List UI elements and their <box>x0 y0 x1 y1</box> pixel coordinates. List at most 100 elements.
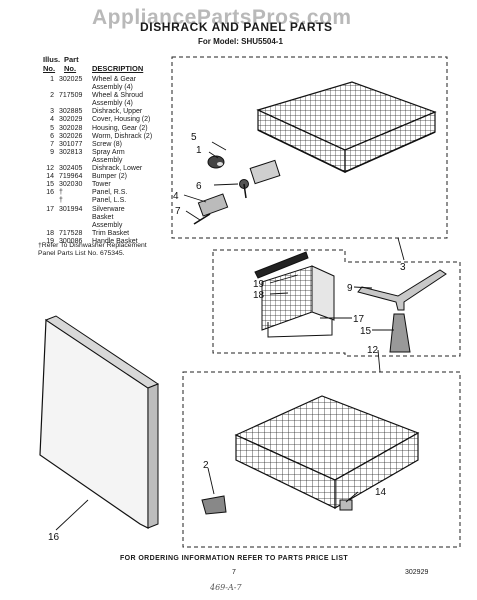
tower <box>389 313 411 353</box>
watermark: AppliancePartsPros.com <box>92 6 352 29</box>
illus-number: 7 <box>50 140 54 148</box>
wheel-gear <box>207 155 225 169</box>
illus-number: 17 <box>46 205 54 213</box>
part-description: Assembly <box>92 221 123 229</box>
ordering-footer: FOR ORDERING INFORMATION REFER TO PARTS … <box>120 555 349 562</box>
callout-18: 18 <box>253 290 265 301</box>
housing-cover <box>197 193 229 217</box>
part-description: Handle Basket <box>92 237 138 245</box>
illus-number: 15 <box>46 181 54 189</box>
part-description: Assembly <box>92 156 123 164</box>
part-description: Bumper (2) <box>92 173 128 181</box>
callout-14: 14 <box>375 487 387 498</box>
part-number: 302029 <box>59 116 83 124</box>
callout-12: 12 <box>367 345 379 356</box>
part-number: 302885 <box>59 108 83 116</box>
col-illus-line1: Illus. <box>43 55 61 64</box>
part-description: Basket <box>92 213 114 221</box>
part-number: 302028 <box>59 124 83 132</box>
part-number: 302025 <box>59 76 83 83</box>
bumper <box>339 499 353 511</box>
part-description: Worm, Dishrack (2) <box>92 132 153 140</box>
side-panel <box>39 315 160 529</box>
illus-number: 6 <box>50 132 54 140</box>
document-number: 302929 <box>405 569 429 576</box>
note-line: †Refer To Dishwasher Replacement <box>38 242 147 249</box>
parts-row: Assembly (4) <box>38 100 178 108</box>
illus-number: 14 <box>46 173 54 181</box>
model-line: For Model: SHU5504-1 <box>198 37 283 46</box>
part-description: Dishrack, Lower <box>92 165 143 173</box>
part-description: Dishrack, Upper <box>92 108 143 116</box>
illus-number: 12 <box>46 165 54 173</box>
col-illus-line2: No. <box>43 64 56 73</box>
basket-box <box>212 249 461 357</box>
parts-row: Assembly (4) <box>38 84 178 92</box>
lower-rack-box <box>182 371 461 548</box>
col-description: DESCRIPTION <box>92 64 144 73</box>
callout-2: 2 <box>203 460 209 471</box>
wheel-shroud <box>201 495 227 515</box>
upper-rack-box <box>171 56 448 239</box>
callout-3: 3 <box>400 262 406 273</box>
silverware-basket <box>261 265 335 338</box>
callout-1: 1 <box>196 145 202 156</box>
part-number: 719964 <box>59 173 83 181</box>
screw <box>193 213 211 225</box>
part-number: 301994 <box>59 205 83 213</box>
illus-number: 1 <box>50 76 54 83</box>
illus-number: 3 <box>50 108 54 116</box>
part-description: Trim Basket <box>92 229 130 237</box>
parts-row: Assembly <box>38 157 178 165</box>
col-part-line2: No. <box>64 64 77 73</box>
callout-4: 4 <box>173 191 179 202</box>
part-description: Spray Arm <box>92 148 125 156</box>
illus-number: 2 <box>50 92 54 100</box>
part-description: Wheel & Shroud <box>92 92 143 100</box>
parts-row: 19 300086 Handle Basket <box>38 238 178 246</box>
part-description: Panel, L.S. <box>92 197 127 205</box>
callout-16: 16 <box>48 532 60 543</box>
handwritten-code: 469-A-7 <box>210 583 242 592</box>
callout-17: 17 <box>353 314 365 325</box>
basket-handle <box>254 251 309 279</box>
page-title: DISHRACK AND PANEL PARTS <box>140 20 333 34</box>
parts-row: 18 717528 Trim Basket <box>38 230 178 238</box>
part-description: Panel, R.S. <box>92 189 128 197</box>
parts-row: 16 † Panel, R.S. <box>38 189 178 197</box>
spray-arm <box>357 269 447 311</box>
callout-6: 6 <box>196 181 202 192</box>
lower-dishrack <box>234 395 420 510</box>
callout-7: 7 <box>175 206 181 217</box>
replacement-note: †Refer To Dishwasher Replacement Panel P… <box>38 242 147 258</box>
parts-row: Basket <box>38 214 178 222</box>
part-description: Assembly (4) <box>92 100 133 108</box>
part-number: 717528 <box>59 229 83 237</box>
illus-number: 9 <box>50 148 54 156</box>
illus-number: 18 <box>46 229 54 237</box>
part-number: 302405 <box>59 165 83 173</box>
part-number: † <box>59 189 63 197</box>
part-description: Housing, Gear (2) <box>92 124 148 132</box>
part-number: 300086 <box>59 237 83 245</box>
parts-row: 14 719964 Bumper (2) <box>38 173 178 181</box>
upper-dishrack <box>256 81 437 173</box>
illus-number: 16 <box>46 189 54 197</box>
part-description: Cover, Housing (2) <box>92 116 151 124</box>
part-number: 302026 <box>59 132 83 140</box>
illus-number: 19 <box>46 237 54 245</box>
parts-row: †Panel, L.S. <box>38 197 178 205</box>
part-number: 717509 <box>59 92 83 100</box>
part-description: Tower <box>92 181 111 189</box>
part-description: Screw (8) <box>92 140 122 148</box>
note-line: Panel Parts List No. 675345. <box>38 250 125 257</box>
callout-9: 9 <box>347 283 353 294</box>
part-description: Assembly (4) <box>92 84 133 92</box>
col-part-line1: Part <box>64 55 79 64</box>
parts-row: 6 302026 Worm, Dishrack (2) <box>38 133 178 141</box>
